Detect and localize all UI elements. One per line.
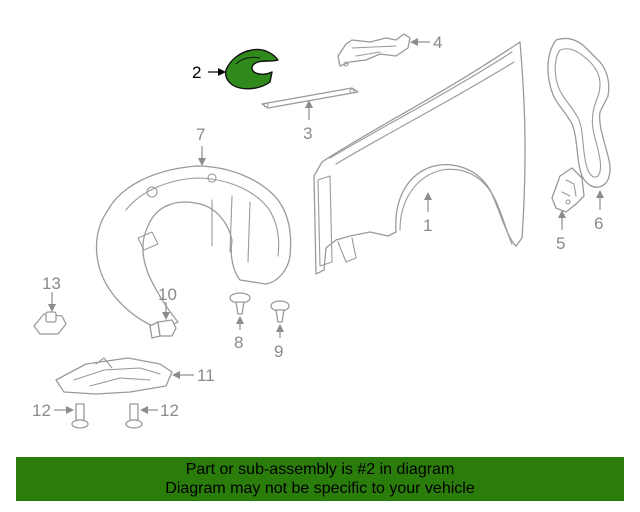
callout-8: 8 — [234, 316, 244, 352]
part-7-wheelhouse-liner[interactable] — [95, 165, 292, 331]
banner-line-part: Part or sub-assembly is #2 in diagram — [185, 461, 455, 478]
callout-number: 1 — [423, 216, 432, 235]
part-12-screw-right[interactable] — [125, 403, 143, 429]
part-1-fender[interactable] — [313, 41, 526, 275]
part-info-banner: Part or sub-assembly is #2 in diagram Di… — [16, 457, 624, 501]
banner-line-disclaimer: Diagram may not be specific to your vehi… — [165, 480, 475, 497]
callout-12-left: 12 — [32, 401, 74, 420]
callout-6: 6 — [594, 190, 604, 233]
callout-number: 12 — [32, 401, 51, 420]
callout-13: 13 — [42, 274, 61, 312]
callout-number: 3 — [303, 124, 312, 143]
callout-number: 8 — [234, 333, 243, 352]
callout-number: 7 — [196, 125, 205, 144]
callout-number: 4 — [433, 33, 442, 52]
part-2-clip[interactable] — [224, 48, 279, 90]
callout-number: 12 — [160, 401, 179, 420]
callout-5: 5 — [556, 210, 566, 253]
part-8-push-pin[interactable] — [229, 292, 251, 315]
part-9-push-pin[interactable] — [270, 300, 290, 323]
part-4-bracket[interactable] — [337, 33, 411, 67]
part-3-rod[interactable] — [261, 87, 359, 109]
callout-3: 3 — [303, 100, 313, 143]
callout-2: 2 — [192, 63, 226, 82]
callout-number: 13 — [42, 274, 61, 293]
part-11-splash-shield[interactable] — [55, 357, 173, 395]
exploded-parts-diagram: 2 4 3 7 1 5 6 — [32, 33, 611, 429]
callout-number: 9 — [274, 342, 283, 361]
part-6-seal[interactable] — [547, 37, 611, 188]
part-13-nut[interactable] — [33, 311, 67, 335]
callout-number: 11 — [197, 366, 215, 385]
callout-7: 7 — [196, 125, 206, 166]
callout-number: 5 — [556, 234, 565, 253]
part-5-bracket[interactable] — [551, 167, 585, 213]
callout-9: 9 — [274, 324, 284, 361]
callout-number: 10 — [158, 285, 177, 304]
part-10-bolt[interactable] — [149, 319, 177, 339]
callout-12-right: 12 — [140, 401, 179, 420]
part-12-screw-left[interactable] — [71, 403, 89, 429]
callout-number: 2 — [192, 63, 201, 82]
callout-11: 11 — [172, 366, 215, 385]
callout-10: 10 — [158, 285, 177, 320]
callout-4: 4 — [410, 33, 442, 52]
callout-1: 1 — [423, 192, 432, 235]
callout-number: 6 — [594, 214, 603, 233]
